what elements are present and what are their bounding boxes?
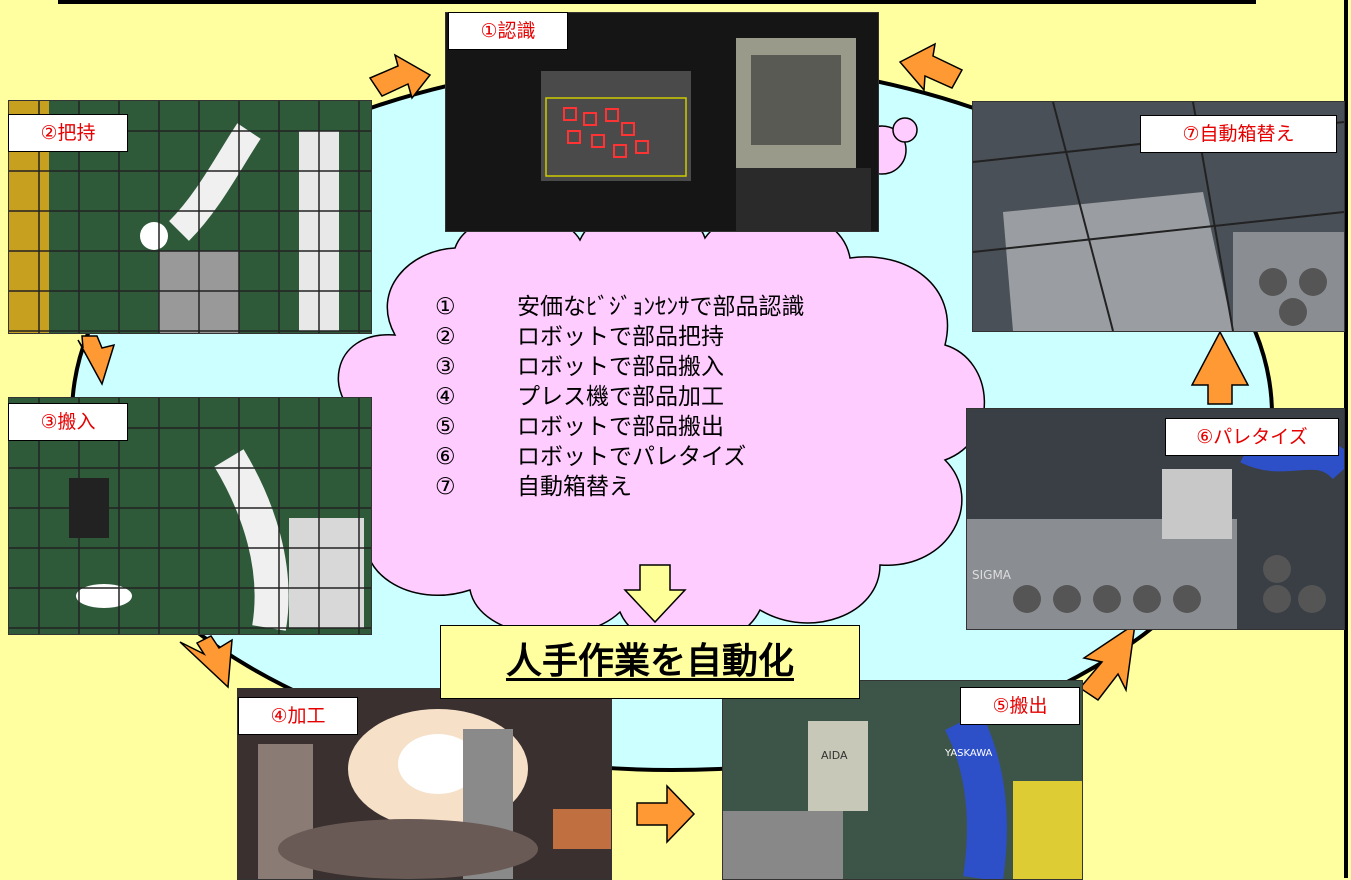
thought-bubble-small bbox=[892, 117, 918, 143]
summary-num: ④ bbox=[435, 384, 456, 410]
photo-robot-brand2-text: SIGMA bbox=[972, 568, 1012, 582]
photo-carry-in bbox=[8, 397, 372, 635]
summary-item: ① 安価なﾋﾞｼﾞｮﾝｾﾝｻで部品認識 bbox=[435, 292, 805, 322]
right-rule bbox=[1344, 0, 1348, 878]
summary-text: ロボットでパレタイズ bbox=[517, 444, 747, 470]
arrow-6-to-7 bbox=[1190, 330, 1250, 405]
summary-num: ⑦ bbox=[435, 474, 456, 500]
arrow-2-to-3 bbox=[77, 335, 116, 386]
label-step-3: ③搬入 bbox=[8, 403, 128, 441]
label-step-1: ①認識 bbox=[448, 12, 568, 50]
summary-num: ① bbox=[435, 294, 456, 320]
summary-num: ③ bbox=[435, 354, 456, 380]
label-step-5: ⑤搬出 bbox=[960, 687, 1080, 725]
label-step-6: ⑥パレタイズ bbox=[1165, 418, 1339, 456]
photo-recognition bbox=[445, 12, 879, 232]
summary-item: ④ プレス機で部品加工 bbox=[435, 382, 805, 412]
top-rule bbox=[58, 0, 1256, 4]
summary-text: ロボットで部品搬出 bbox=[517, 414, 724, 440]
photo-nameplate-text: AIDA bbox=[821, 749, 848, 762]
arrow-4-to-5 bbox=[636, 784, 696, 844]
label-step-2: ②把持 bbox=[8, 114, 128, 152]
summary-text: ロボットで部品搬入 bbox=[517, 354, 724, 380]
summary-item: ② ロボットで部品把持 bbox=[435, 322, 805, 352]
summary-text: ロボットで部品把持 bbox=[517, 324, 724, 350]
summary-list: ① 安価なﾋﾞｼﾞｮﾝｾﾝｻで部品認識 ② ロボットで部品把持 ③ ロボットで部品搬入… bbox=[435, 292, 805, 502]
arrow-5-to-6 bbox=[1078, 622, 1136, 702]
summary-item: ⑦ 自動箱替え bbox=[435, 472, 805, 502]
headline-text: 人手作業を自動化 bbox=[505, 641, 794, 682]
photo-robot-brand-text: YASKAWA bbox=[944, 748, 993, 759]
label-step-7: ⑦自動箱替え bbox=[1140, 115, 1337, 153]
summary-num: ② bbox=[435, 324, 456, 350]
summary-text: プレス機で部品加工 bbox=[517, 384, 724, 410]
arrow-7-to-1 bbox=[898, 42, 964, 92]
summary-item: ⑥ ロボットでパレタイズ bbox=[435, 442, 805, 472]
headline-box: 人手作業を自動化 bbox=[440, 625, 860, 699]
summary-item: ⑤ ロボットで部品搬出 bbox=[435, 412, 805, 442]
summary-num: ⑤ bbox=[435, 414, 456, 440]
summary-num: ⑥ bbox=[435, 444, 456, 470]
summary-item: ③ ロボットで部品搬入 bbox=[435, 352, 805, 382]
arrow-1-to-2 bbox=[368, 53, 432, 100]
summary-text: 自動箱替え bbox=[517, 474, 632, 500]
down-arrow bbox=[623, 564, 687, 624]
summary-text: 安価なﾋﾞｼﾞｮﾝｾﾝｻで部品認識 bbox=[517, 294, 805, 320]
arrow-3-to-4 bbox=[179, 635, 233, 689]
label-step-4: ④加工 bbox=[238, 697, 358, 735]
